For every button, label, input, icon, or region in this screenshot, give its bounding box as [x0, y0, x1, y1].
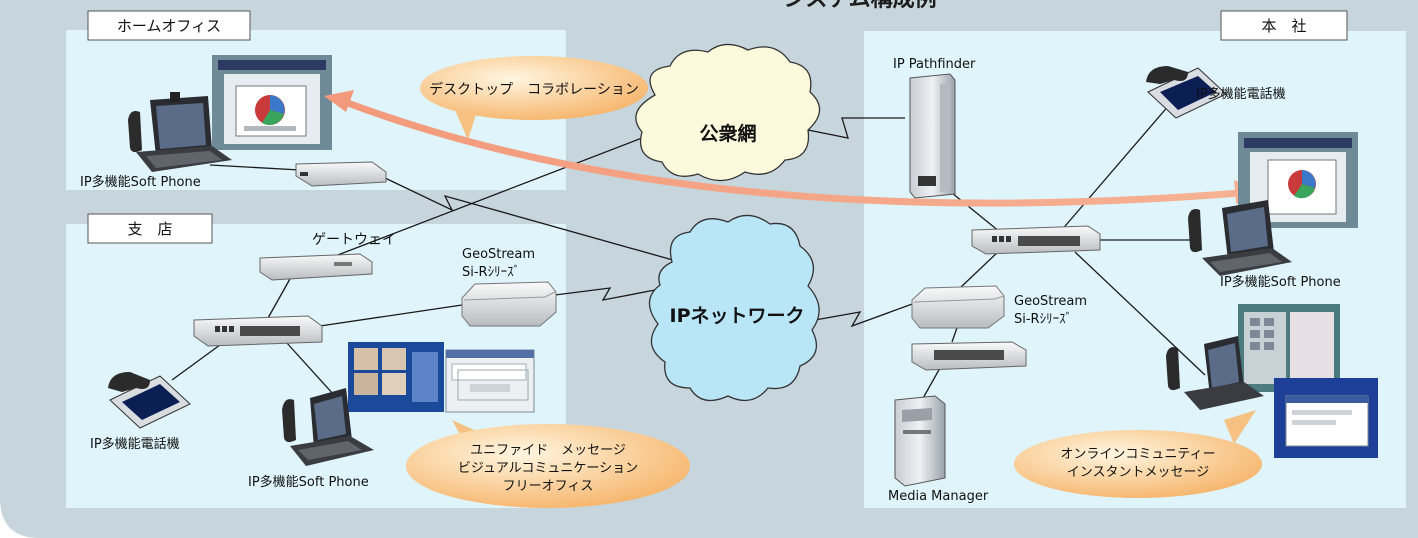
- hq-geostream-label-1: GeoStream: [1014, 294, 1087, 309]
- branch-laptop: IP多機能Soft Phone: [248, 388, 374, 490]
- server-tower-icon: [894, 395, 946, 487]
- diagram-title: システム構成例: [783, 0, 936, 12]
- branch-geostream-router: GeoStream Si-Rｼﾘｰｽﾞ: [461, 247, 557, 327]
- branch-geostream-label-1: GeoStream: [462, 247, 535, 262]
- media-manager-label: Media Manager: [888, 489, 989, 504]
- home-laptop: IP多機能Soft Phone: [80, 92, 232, 190]
- public-network-label: 公衆網: [699, 122, 756, 145]
- hq-screenshot-desktop: [1274, 378, 1378, 458]
- hq-geostream-label-2: Si-Rｼﾘｰｽﾞ: [1014, 312, 1072, 327]
- handset-icon: [1166, 347, 1180, 391]
- gateway-label: ゲートウェイ: [312, 232, 396, 248]
- hq-bottom-laptop: [1166, 336, 1264, 410]
- handset-icon: [1188, 209, 1202, 253]
- cloud-icon: [648, 214, 820, 402]
- branch-screenshot-window: [445, 349, 535, 413]
- laptop-icon: [1184, 336, 1264, 410]
- cloud-icon: [635, 43, 821, 182]
- branch-screenshot-video: [348, 342, 444, 412]
- laptop-icon: [290, 388, 374, 466]
- svg-text:デスクトップ コラボレーション: デスクトップ コラボレーション: [429, 81, 639, 98]
- hq-phone: IP多機能電話機: [1146, 66, 1286, 119]
- router-icon: [461, 281, 557, 327]
- branch-phone: IP多機能電話機: [90, 372, 191, 452]
- desk-phone-icon: [1146, 66, 1227, 119]
- ip-pathfinder-label: IP Pathfinder: [893, 57, 976, 72]
- laptop-icon: [1202, 200, 1292, 276]
- hq-screenshot-phone-app: [1238, 304, 1340, 392]
- hq-phone-label: IP多機能電話機: [1196, 86, 1286, 102]
- gateway-box-icon: [259, 253, 373, 281]
- monitor-screenshot-icon: [445, 349, 535, 413]
- svg-text:ビジュアルコミュニケーション: ビジュアルコミュニケーション: [458, 461, 638, 476]
- ip-network-label: IPネットワーク: [670, 305, 805, 327]
- hq-hub: [911, 341, 1027, 371]
- callout-desktop-collaboration: デスクトップ コラボレーション: [420, 56, 648, 140]
- zone-label-home-office: ホームオフィス: [117, 17, 221, 35]
- svg-text:インスタントメッセージ: インスタントメッセージ: [1067, 465, 1209, 480]
- server-tower-icon: [909, 73, 956, 199]
- home-softphone-label: IP多機能Soft Phone: [80, 174, 201, 190]
- cloud-public-network: 公衆網: [635, 43, 821, 182]
- gateway: ゲートウェイ: [259, 232, 396, 281]
- branch-geostream-label-2: Si-Rｼﾘｰｽﾞ: [462, 265, 520, 280]
- laptop-icon: [136, 96, 232, 172]
- zone-label-branch: 支 店: [127, 220, 172, 238]
- handset-icon: [282, 399, 296, 443]
- svg-text:ユニファイド メッセージ: ユニファイド メッセージ: [470, 443, 626, 458]
- callout-online-community: オンラインコミュニティー インスタントメッセージ: [1014, 410, 1262, 498]
- media-manager: Media Manager: [888, 395, 989, 504]
- zone-label-hq: 本 社: [1261, 17, 1306, 35]
- home-screenshot: [212, 55, 332, 150]
- callout-unified-messaging: ユニファイド メッセージ ビジュアルコミュニケーション フリーオフィス: [406, 420, 690, 508]
- ip-pathfinder: IP Pathfinder: [893, 57, 976, 199]
- branch-phone-label: IP多機能電話機: [90, 436, 180, 452]
- hq-softphone-label: IP多機能Soft Phone: [1220, 274, 1341, 290]
- hq-softphone-laptop: IP多機能Soft Phone: [1188, 200, 1341, 290]
- branch-softphone-label: IP多機能Soft Phone: [248, 474, 369, 490]
- svg-text:オンラインコミュニティー: オンラインコミュニティー: [1060, 447, 1215, 462]
- home-router: [295, 161, 387, 187]
- svg-text:フリーオフィス: フリーオフィス: [503, 479, 594, 494]
- hq-switch: [971, 225, 1101, 255]
- router-icon: [295, 161, 387, 187]
- router-icon: [911, 285, 1005, 329]
- hq-geostream-router: GeoStream Si-Rｼﾘｰｽﾞ: [911, 285, 1087, 329]
- desk-phone-icon: [108, 372, 191, 429]
- handset-icon: [128, 111, 142, 153]
- branch-switch: [193, 315, 323, 347]
- cloud-ip-network: IPネットワーク: [648, 214, 820, 402]
